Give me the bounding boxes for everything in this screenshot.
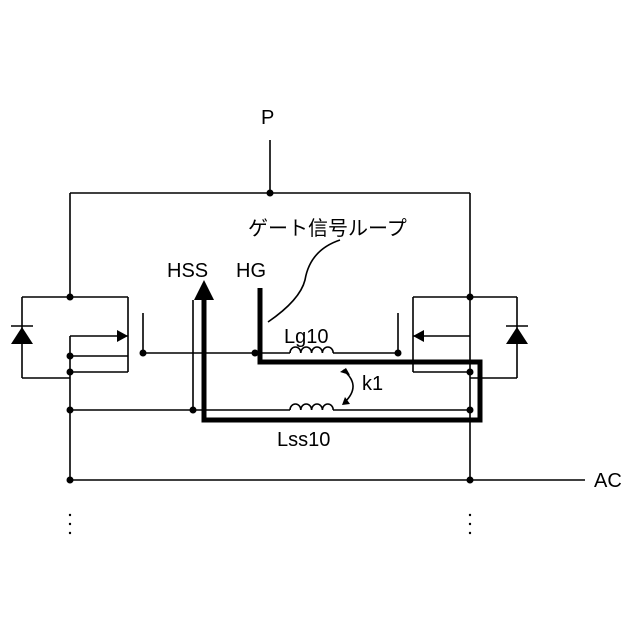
hg-label: HG <box>236 260 266 282</box>
gate-loop-label: ゲート信号ループ <box>248 217 407 240</box>
left-diode <box>11 297 70 378</box>
gate-signal-loop <box>194 280 480 420</box>
k1-label: k1 <box>362 373 383 395</box>
ac-rail <box>67 477 586 484</box>
gate-wire <box>140 347 402 357</box>
left-mosfet <box>67 294 144 481</box>
lss10-label: Lss10 <box>277 429 330 451</box>
continuation-dots <box>69 514 471 534</box>
ac-label: AC <box>594 470 622 492</box>
p-label: P <box>261 107 274 129</box>
loop-leader-line <box>268 240 340 322</box>
right-mosfet <box>398 294 474 481</box>
hss-label: HSS <box>167 260 208 282</box>
lg10-label: Lg10 <box>284 326 329 348</box>
coupling-arrow <box>340 368 353 405</box>
